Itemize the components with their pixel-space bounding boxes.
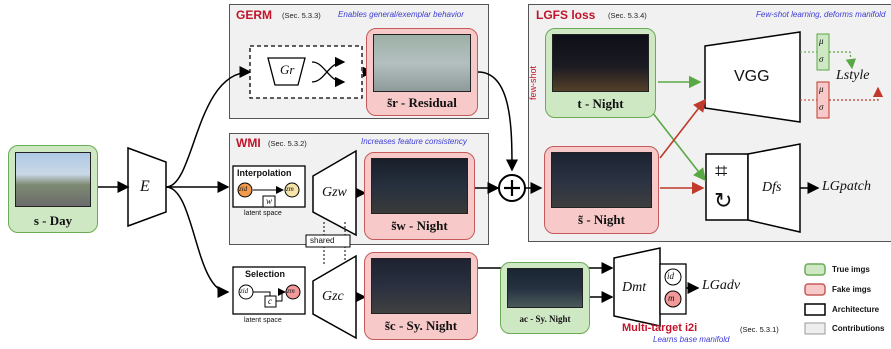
germ-dashed-box xyxy=(249,45,363,99)
zid-node: zid xyxy=(239,185,248,193)
dmt-heads xyxy=(659,263,687,315)
day-caption: s - Day xyxy=(33,213,73,228)
dfs-label: Dfs xyxy=(762,180,782,195)
legend-fake: Fake imgs xyxy=(832,285,872,294)
night-c-image xyxy=(371,258,471,314)
w-node: w xyxy=(266,196,273,206)
crop-icon: ⌗ xyxy=(715,158,728,183)
day-image xyxy=(15,152,91,207)
s-night-caption: s̃ - Night xyxy=(578,212,625,227)
gzw-shape xyxy=(312,149,357,237)
encoder-label: E xyxy=(140,178,150,195)
multitarget-note: Learns base manifold xyxy=(653,335,730,344)
mu-red: μ xyxy=(819,84,824,94)
wmi-latent-label: latent space xyxy=(244,210,282,217)
t-night-image xyxy=(552,34,649,92)
vgg-label: VGG xyxy=(734,68,770,85)
gzc-label: Gzc xyxy=(322,289,344,304)
wmi-note: Increases feature consistency xyxy=(361,137,467,146)
ac-night-image xyxy=(507,268,583,308)
m-head: m xyxy=(668,293,675,303)
multitarget-section: (Sec. 5.3.1) xyxy=(740,325,779,334)
residual-image xyxy=(373,34,471,92)
lgfs-section: (Sec. 5.3.4) xyxy=(608,11,647,20)
ladv-label: LGadv xyxy=(702,278,741,293)
night-c-caption: s̃c - Sy. Night xyxy=(384,318,458,333)
zm-selection-node: zm xyxy=(287,287,295,295)
gzw-label: Gzw xyxy=(322,185,347,200)
germ-section: (Sec. 5.3.3) xyxy=(282,11,321,20)
zid-selection-node: zid xyxy=(240,287,249,295)
crop-box xyxy=(705,153,749,221)
gzc-shape xyxy=(312,254,357,340)
lstyle-label: Lstyle xyxy=(836,68,870,83)
interpolation-label: Interpolation xyxy=(237,168,292,178)
legend-true: True imgs xyxy=(832,265,870,274)
selection-label: Selection xyxy=(245,269,286,279)
wmi-title: WMI xyxy=(236,136,261,150)
multitarget-title: Multi-target i2i xyxy=(622,322,698,334)
shared-label: shared xyxy=(310,236,335,245)
dmt-trapezoid xyxy=(613,247,661,327)
night-w-image xyxy=(371,158,468,214)
shared-tag xyxy=(305,234,351,248)
t-night-caption: t - Night xyxy=(577,96,624,111)
dmt-label: Dmt xyxy=(622,280,647,295)
mu-green: μ xyxy=(819,36,824,46)
legend-architecture: Architecture xyxy=(832,305,880,314)
legend-contributions: Contributions xyxy=(832,324,885,333)
s-night-image xyxy=(551,152,652,208)
sigma-red: σ xyxy=(819,102,824,112)
night-w-caption: s̃w - Night xyxy=(391,218,448,233)
lgfs-title: LGFS loss xyxy=(536,8,596,22)
fewshot-label: few-shot xyxy=(528,65,538,100)
gr-shape xyxy=(267,57,306,86)
sigma-green: σ xyxy=(819,54,824,64)
selection-latent-label: latent space xyxy=(244,317,282,324)
rotate-icon: ↻ xyxy=(714,188,733,213)
germ-title: GERM xyxy=(236,8,272,22)
germ-note: Enables general/exemplar behavior xyxy=(338,10,464,19)
id-head: id xyxy=(667,271,675,281)
vgg-shape xyxy=(704,31,801,123)
encoder-shape xyxy=(127,146,167,228)
c-node: c xyxy=(268,296,272,306)
lpatch-label: LGpatch xyxy=(822,179,871,194)
residual-caption: s̃r - Residual xyxy=(387,95,457,110)
wmi-section: (Sec. 5.3.2) xyxy=(268,139,307,148)
gr-label: Gr xyxy=(280,62,295,77)
dfs-shape xyxy=(747,143,801,233)
zm-node: zm xyxy=(286,185,294,193)
lgfs-note: Few-shot learning, deforms manifold xyxy=(756,10,886,19)
ac-night-caption: ac - Sy. Night xyxy=(519,314,571,324)
